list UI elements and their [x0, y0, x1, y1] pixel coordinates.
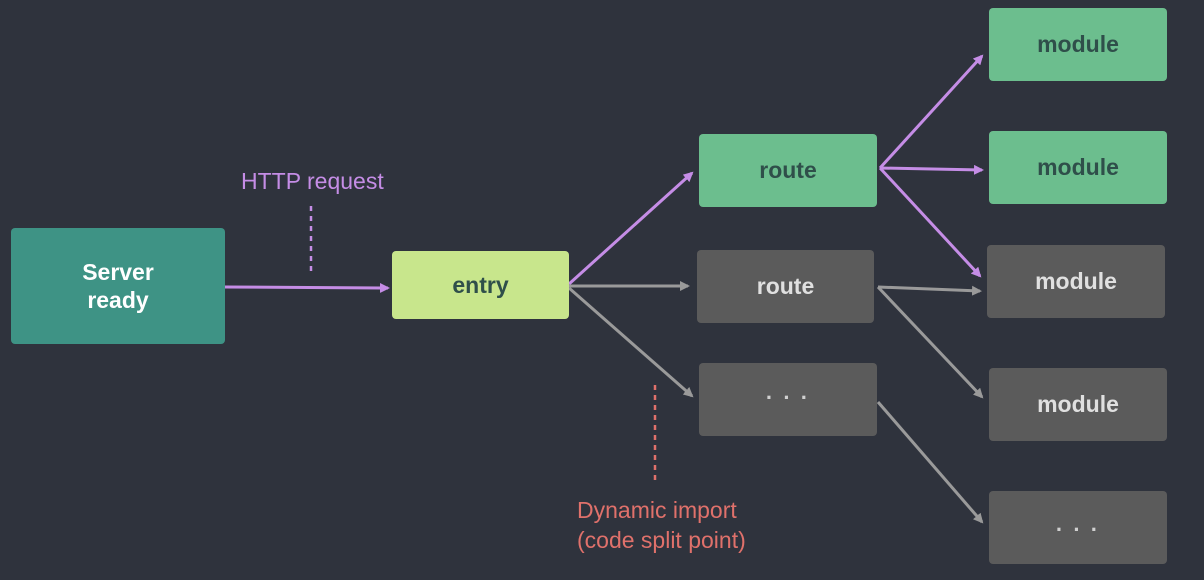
- arrow-route-to-module-3: [878, 166, 982, 278]
- dynamic-import-line2: (code split point): [577, 527, 746, 553]
- module-1-label: module: [1037, 31, 1119, 57]
- entry-node: entry: [392, 251, 569, 319]
- server-ready-line1: Server: [82, 259, 154, 285]
- module-more-node: · · ·: [989, 491, 1167, 564]
- arrow-entry-to-route-loaded: [567, 171, 694, 286]
- route-loaded-node: route: [699, 134, 877, 207]
- route-pending-node: route: [697, 250, 874, 323]
- module-4-node: module: [989, 368, 1167, 441]
- module-2-label: module: [1037, 154, 1119, 180]
- server-ready-node: Server ready: [11, 228, 225, 344]
- entry-label: entry: [452, 271, 509, 298]
- arrow-server-to-entry: [224, 282, 390, 293]
- route-loaded-label: route: [759, 157, 817, 183]
- http-request-label: HTTP request: [241, 168, 384, 194]
- arrow-route-pending-to-module-3: [877, 285, 982, 296]
- module-3-label: module: [1035, 268, 1117, 294]
- dynamic-import-label: Dynamic import (code split point): [577, 495, 746, 555]
- module-4-label: module: [1037, 391, 1119, 417]
- module-3-node: module: [987, 245, 1165, 318]
- module-1-node: module: [989, 8, 1167, 81]
- route-more-label: · · ·: [765, 385, 811, 410]
- arrow-entry-to-route-more: [568, 286, 694, 398]
- arrow-route-to-module-1: [878, 54, 984, 170]
- module-more-label: · · ·: [1055, 516, 1101, 542]
- arrow-route-to-module-2: [879, 164, 984, 175]
- arrow-route-pending-to-module-4: [876, 285, 984, 399]
- module-2-node: module: [989, 131, 1167, 204]
- arrow-route-more-to-module-more: [876, 401, 984, 524]
- dynamic-import-line1: Dynamic import: [577, 497, 737, 523]
- server-ready-line2: ready: [87, 287, 149, 313]
- route-pending-label: route: [756, 273, 815, 299]
- route-more-node: · · ·: [699, 363, 877, 436]
